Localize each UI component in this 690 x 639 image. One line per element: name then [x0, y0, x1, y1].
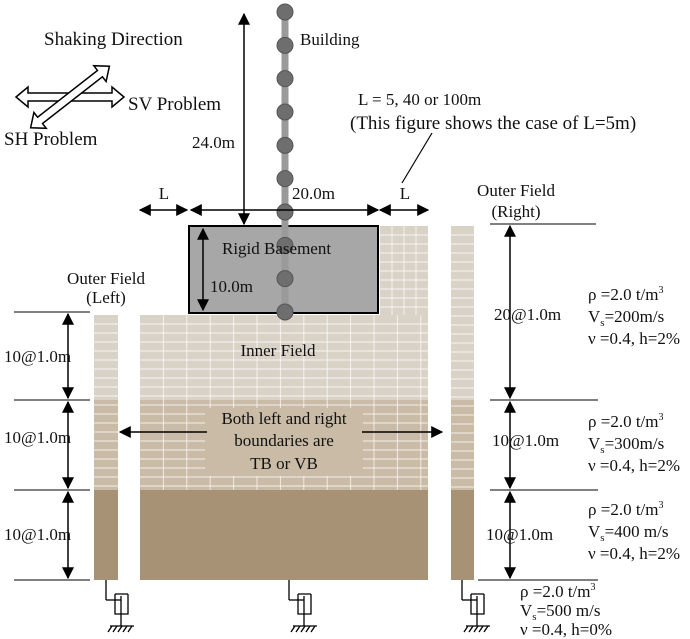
inner-upper-mesh: [380, 226, 428, 315]
svg-text:ν =0.4, h=0%: ν =0.4, h=0%: [520, 620, 612, 639]
sh-direction-arrow: [29, 64, 111, 130]
mesh-horizontal-lines: [94, 323, 118, 487]
width-label: 20.0m: [292, 184, 335, 203]
outer-field-right-sub: (Right): [491, 202, 540, 221]
ground-hatch: [478, 625, 484, 633]
right-dim-3-label: 10@1.0m: [486, 525, 553, 544]
boundary-note-line1: Both left and right: [221, 409, 346, 428]
right-dim-2-label: 10@1.0m: [492, 431, 559, 450]
outer-field-right-label: Outer Field: [477, 181, 555, 200]
case-note-line1: L = 5, 40 or 100m: [358, 90, 481, 109]
l-right-label: L: [400, 184, 410, 203]
ground-hatch: [310, 625, 316, 633]
svg-text:ρ =2.0 t/m3: ρ =2.0 t/m3: [520, 582, 596, 601]
dashpot-cylinder: [297, 593, 312, 615]
right-layer-dimensions: [478, 223, 598, 581]
svg-text:ν =0.4, h=2%: ν =0.4, h=2%: [588, 544, 680, 563]
ground-hatch: [463, 625, 469, 633]
building-node: [276, 170, 294, 188]
soil-layer-2: [451, 400, 474, 490]
soil-layer-2: [94, 400, 118, 490]
dashpot-icon: [288, 580, 317, 633]
building-node: [276, 270, 294, 288]
dashpot-icon: [105, 580, 134, 633]
outer-field-left-label: Outer Field: [67, 269, 145, 288]
basement-depth-label: 10.0m: [210, 277, 253, 296]
left-dim-1-label: 10@1.0m: [4, 347, 71, 366]
building-node: [276, 36, 294, 54]
inner-field-label: Inner Field: [240, 341, 316, 360]
mesh-vertical-lines: [162, 315, 422, 490]
svg-text:ρ =2.0 t/m3: ρ =2.0 t/m3: [588, 412, 664, 431]
ground-hatch: [483, 625, 489, 633]
dashpot-icon: [461, 580, 490, 633]
layer-4-properties: ρ =2.0 t/m3 Vs=500 m/s ν =0.4, h=0%: [520, 582, 612, 639]
svg-text:Vs=500 m/s: Vs=500 m/s: [520, 601, 600, 623]
svg-text:Vs=300m/s: Vs=300m/s: [588, 434, 664, 456]
left-dim-3-label: 10@1.0m: [4, 525, 71, 544]
ground-hatch: [473, 625, 479, 633]
ground-hatch: [300, 625, 306, 633]
dashpots: [105, 580, 490, 633]
left-layer-dimensions: [14, 311, 90, 581]
ground-hatch: [117, 625, 123, 633]
boundary-note-line3: TB or VB: [250, 454, 318, 473]
soil-layer-1: [94, 315, 118, 400]
ground-hatch: [305, 625, 311, 633]
soil-layer-1: [451, 226, 474, 400]
ground-hatch: [107, 625, 113, 633]
building-node: [276, 70, 294, 88]
building-node: [276, 203, 294, 221]
building-node: [276, 103, 294, 121]
soil-layer-3: [451, 490, 474, 580]
sv-problem-label: SV Problem: [128, 94, 221, 115]
svg-text:ρ =2.0 t/m3: ρ =2.0 t/m3: [588, 285, 664, 304]
soil-layer-1: [140, 315, 428, 400]
ground-hatch: [468, 625, 474, 633]
soil-layer-3: [94, 490, 118, 580]
ground-hatch: [112, 625, 118, 633]
outer-field-left-mesh: [94, 315, 118, 580]
layer-3-properties: ρ =2.0 t/m3 Vs=400 m/s ν =0.4, h=2%: [588, 500, 680, 563]
svg-text:ρ =2.0 t/m3: ρ =2.0 t/m3: [588, 500, 664, 519]
svg-text:ν =0.4, h=2%: ν =0.4, h=2%: [588, 456, 680, 475]
case-note-leader: [401, 132, 433, 184]
building-label: Building: [300, 30, 360, 49]
layer-2-properties: ρ =2.0 t/m3 Vs=300m/s ν =0.4, h=2%: [588, 412, 680, 475]
svg-text:ν =0.4, h=2%: ν =0.4, h=2%: [588, 329, 680, 348]
mesh-vertical-lines: [391, 226, 417, 315]
mesh-horizontal-lines: [451, 234, 474, 488]
left-dim-2-label: 10@1.0m: [4, 428, 71, 447]
outer-field-left-sub: (Left): [86, 288, 126, 307]
ground-hatch: [295, 625, 301, 633]
l-left-label: L: [159, 184, 169, 203]
right-dim-1-label: 20@1.0m: [494, 305, 561, 324]
ground-hatch: [127, 625, 133, 633]
shaking-direction-title: Shaking Direction: [44, 29, 183, 50]
building-height-label: 24.0m: [192, 133, 235, 152]
building-node: [276, 236, 294, 254]
case-note-line2: (This figure shows the case of L=5m): [350, 113, 636, 134]
dashpot-cylinder: [470, 593, 485, 615]
boundary-note-background: [205, 408, 363, 476]
building-node: [276, 3, 294, 21]
building-node: [276, 303, 294, 321]
soil-layer-3: [140, 490, 428, 580]
dashpot-cylinder: [114, 593, 129, 615]
sh-problem-label: SH Problem: [4, 129, 98, 150]
svg-text:Vs=200m/s: Vs=200m/s: [588, 307, 664, 329]
boundary-note-line2: boundaries are: [234, 431, 334, 450]
rigid-basement-label: Rigid Basement: [222, 239, 331, 258]
ground-hatch: [122, 625, 128, 633]
layer-1-properties: ρ =2.0 t/m3 Vs=200m/s ν =0.4, h=2%: [588, 285, 680, 348]
ground-hatch: [290, 625, 296, 633]
outer-field-right-mesh: [451, 226, 474, 580]
building-node: [276, 136, 294, 154]
svg-text:Vs=400 m/s: Vs=400 m/s: [588, 522, 668, 544]
